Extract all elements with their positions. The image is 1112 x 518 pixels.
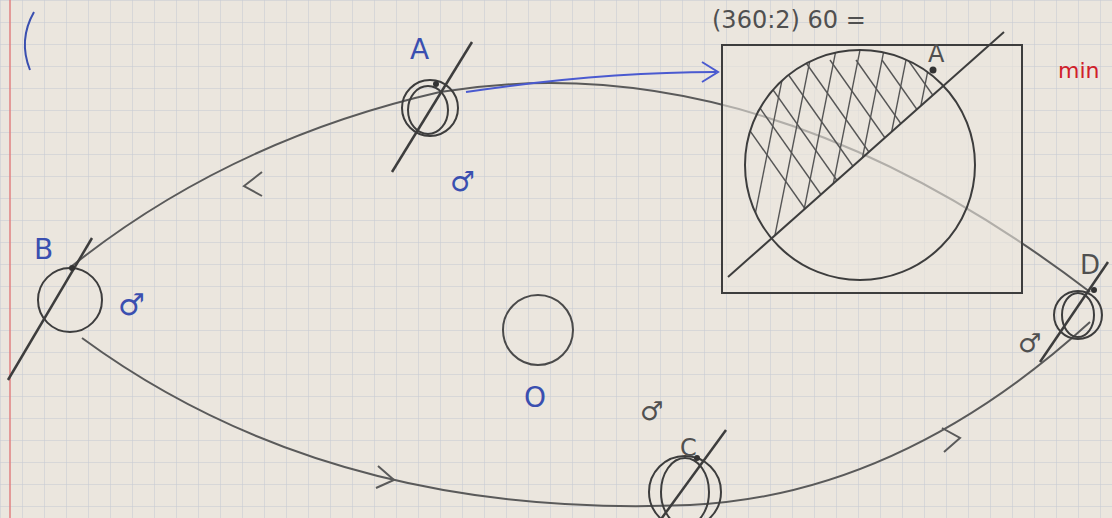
mars-symbol: ♂ — [1018, 330, 1041, 356]
mars-positions — [8, 42, 1108, 518]
point-b — [69, 265, 75, 271]
inset-frame — [722, 45, 1022, 293]
inset-planet — [745, 50, 975, 280]
unit-note: min — [1058, 60, 1100, 82]
calculation-note: (360:2) 60 = — [712, 8, 866, 32]
mars-symbol: ♂ — [118, 290, 145, 320]
position-label: C — [680, 436, 697, 460]
zoom-arrow — [466, 62, 718, 92]
point-a — [433, 81, 439, 87]
bracket — [25, 12, 34, 70]
inset-point — [930, 67, 937, 74]
margin-line — [9, 0, 11, 518]
position-label: A — [410, 36, 429, 64]
inset-axis — [728, 32, 1004, 277]
position-label: B — [34, 236, 53, 264]
mars-symbol: ♂ — [450, 168, 475, 196]
position-label: D — [1080, 252, 1100, 278]
sun-label: O — [524, 384, 546, 412]
inset-label: A — [928, 42, 944, 66]
hatching — [700, 40, 1106, 290]
sun — [503, 295, 573, 365]
mars-symbol: ♂ — [640, 398, 663, 424]
point-d — [1091, 287, 1097, 293]
